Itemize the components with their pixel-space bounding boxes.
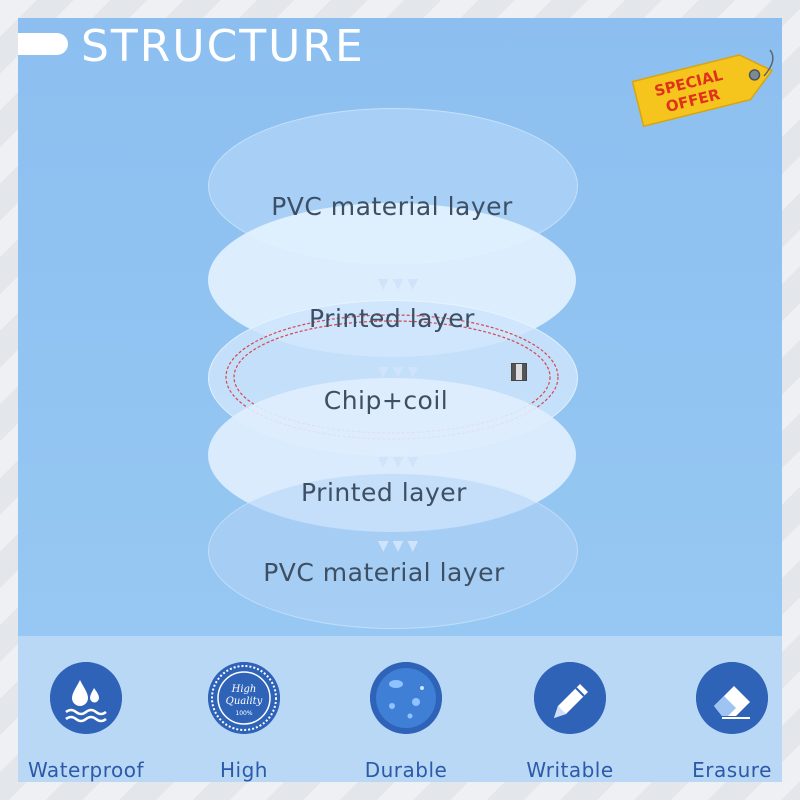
layer-label: PVC material layer [271,192,513,221]
feature-label: Durable [364,758,448,782]
seal-text: 100% [235,710,252,717]
feature-waterproof: Waterproof [22,636,172,782]
layer-label: Printed layer [301,478,467,507]
pencil-icon [534,662,606,734]
down-arrows-icon: ▼▼▼ [377,364,423,380]
feature-high-quality: High Quality 100% High Quality [180,636,330,782]
water-drops-icon [50,662,122,734]
feature-durable: Durable [342,636,492,782]
seal-text: High [231,684,257,695]
pvc-bottom-disc [208,473,578,629]
down-arrows-icon: ▼▼▼ [377,276,423,292]
down-arrows-icon: ▼▼▼ [377,454,423,470]
sphere-icon [370,662,442,734]
feature-label: Waterproof [27,758,145,782]
layer-label: Chip+coil [323,386,449,415]
layer-label: Printed layer [309,304,475,333]
quality-seal-icon: High Quality 100% [208,662,280,734]
features-band: Waterproof High Quality 100% High Qualit… [18,636,782,782]
feature-writable: Writable [506,636,656,782]
chip-icon [511,363,527,381]
special-offer-badge: SPECIAL OFFER [631,49,774,128]
feature-label: High Quality [220,758,268,782]
eraser-icon [696,662,768,734]
product-structure-panel: STRUCTURE SPECIAL OFFER ▼▼▼ ▼▼▼ ▼▼▼ ▼▼▼ … [18,18,782,782]
feature-erasure: Erasure [668,636,782,782]
layer-label: PVC material layer [263,558,505,587]
feature-label: Writable [526,758,614,782]
down-arrows-icon: ▼▼▼ [377,538,423,554]
feature-label: Erasure [692,758,772,782]
page-title: STRUCTURE [81,21,365,72]
title-accent-bar [18,33,68,55]
seal-text: Quality [226,696,263,707]
